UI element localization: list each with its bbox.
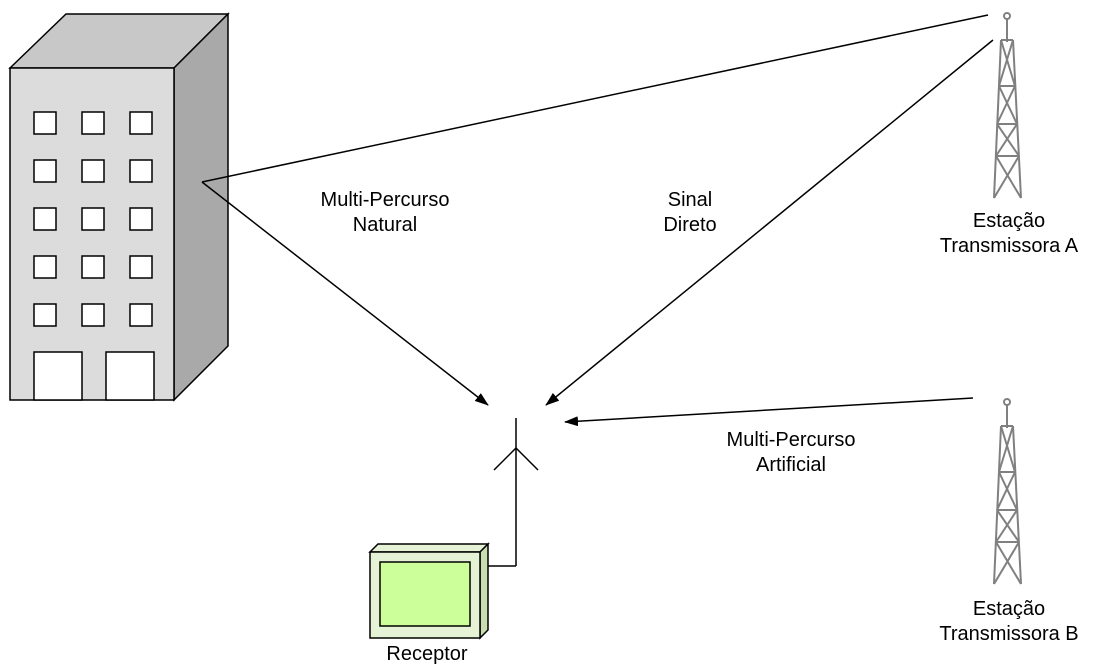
tower-icon <box>993 398 1022 585</box>
receiver-label: Receptor <box>386 642 467 667</box>
station-b-label: Estação Transmissora B <box>939 597 1078 647</box>
tower-icon <box>993 12 1022 199</box>
label-line: Transmissora A <box>939 235 1079 257</box>
building-icon <box>8 12 230 402</box>
label-line: Artificial <box>755 454 827 476</box>
natural-multipath-arrow <box>201 181 489 406</box>
label-line: Multi-Percurso <box>320 189 450 211</box>
receiver-icon <box>368 542 490 640</box>
reflected-path-incoming <box>201 14 989 183</box>
label-line: Receptor <box>386 643 468 665</box>
natural-multipath-label: Multi-Percurso Natural <box>321 188 450 238</box>
label-line: Direto <box>663 214 717 236</box>
direct-signal-label: Sinal Direto <box>663 188 716 238</box>
artificial-multipath-arrow <box>564 397 974 427</box>
artificial-multipath-label: Multi-Percurso Artificial <box>727 428 856 478</box>
direct-signal-arrow <box>545 39 994 406</box>
building-doors <box>33 351 155 401</box>
antenna-icon <box>488 418 539 567</box>
label-line: Sinal <box>667 189 713 211</box>
label-line: Transmissora B <box>939 623 1079 645</box>
label-line: Multi-Percurso <box>726 429 856 451</box>
label-line: Estação <box>972 598 1046 620</box>
signal-paths <box>201 14 994 427</box>
station-a-label: Estação Transmissora A <box>940 209 1078 259</box>
label-line: Natural <box>352 214 418 236</box>
label-line: Estação <box>972 210 1046 232</box>
building-windows <box>33 111 153 327</box>
